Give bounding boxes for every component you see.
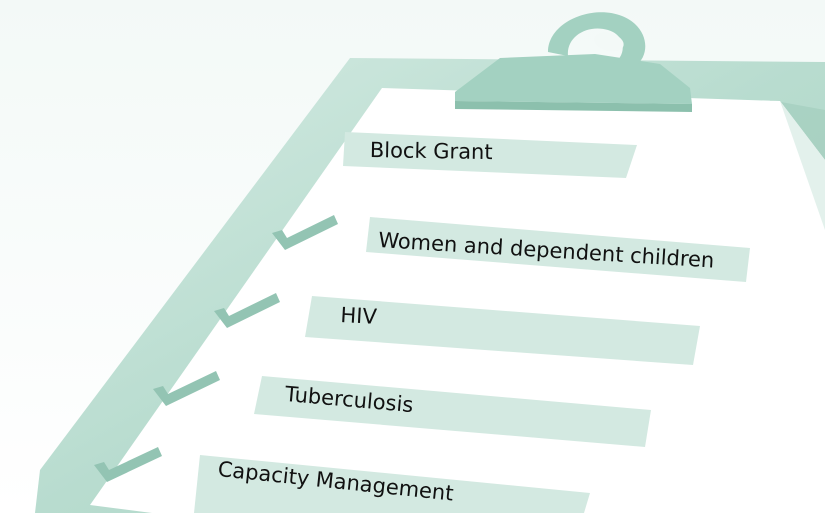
clipboard-clip-ring (548, 12, 646, 68)
item-bar-hiv (305, 296, 700, 365)
item-bar-block-grant (343, 132, 637, 178)
item-bar-capacity-management (194, 455, 590, 513)
clipboard-clip-base (455, 101, 692, 112)
item-bar-tuberculosis (254, 376, 651, 447)
checklist-item-label: HIV (339, 303, 378, 329)
checkmark-icon (94, 447, 162, 482)
clipboard-clip-hole (594, 32, 624, 52)
checkmark-icon (153, 371, 220, 406)
paper-fold-shadow (780, 101, 825, 230)
item-bar-women-and-dependent-children (366, 217, 750, 282)
checklist-item-label: Block Grant (369, 138, 493, 165)
checkmark-icon (214, 293, 280, 328)
checkmark-icon (272, 215, 338, 250)
